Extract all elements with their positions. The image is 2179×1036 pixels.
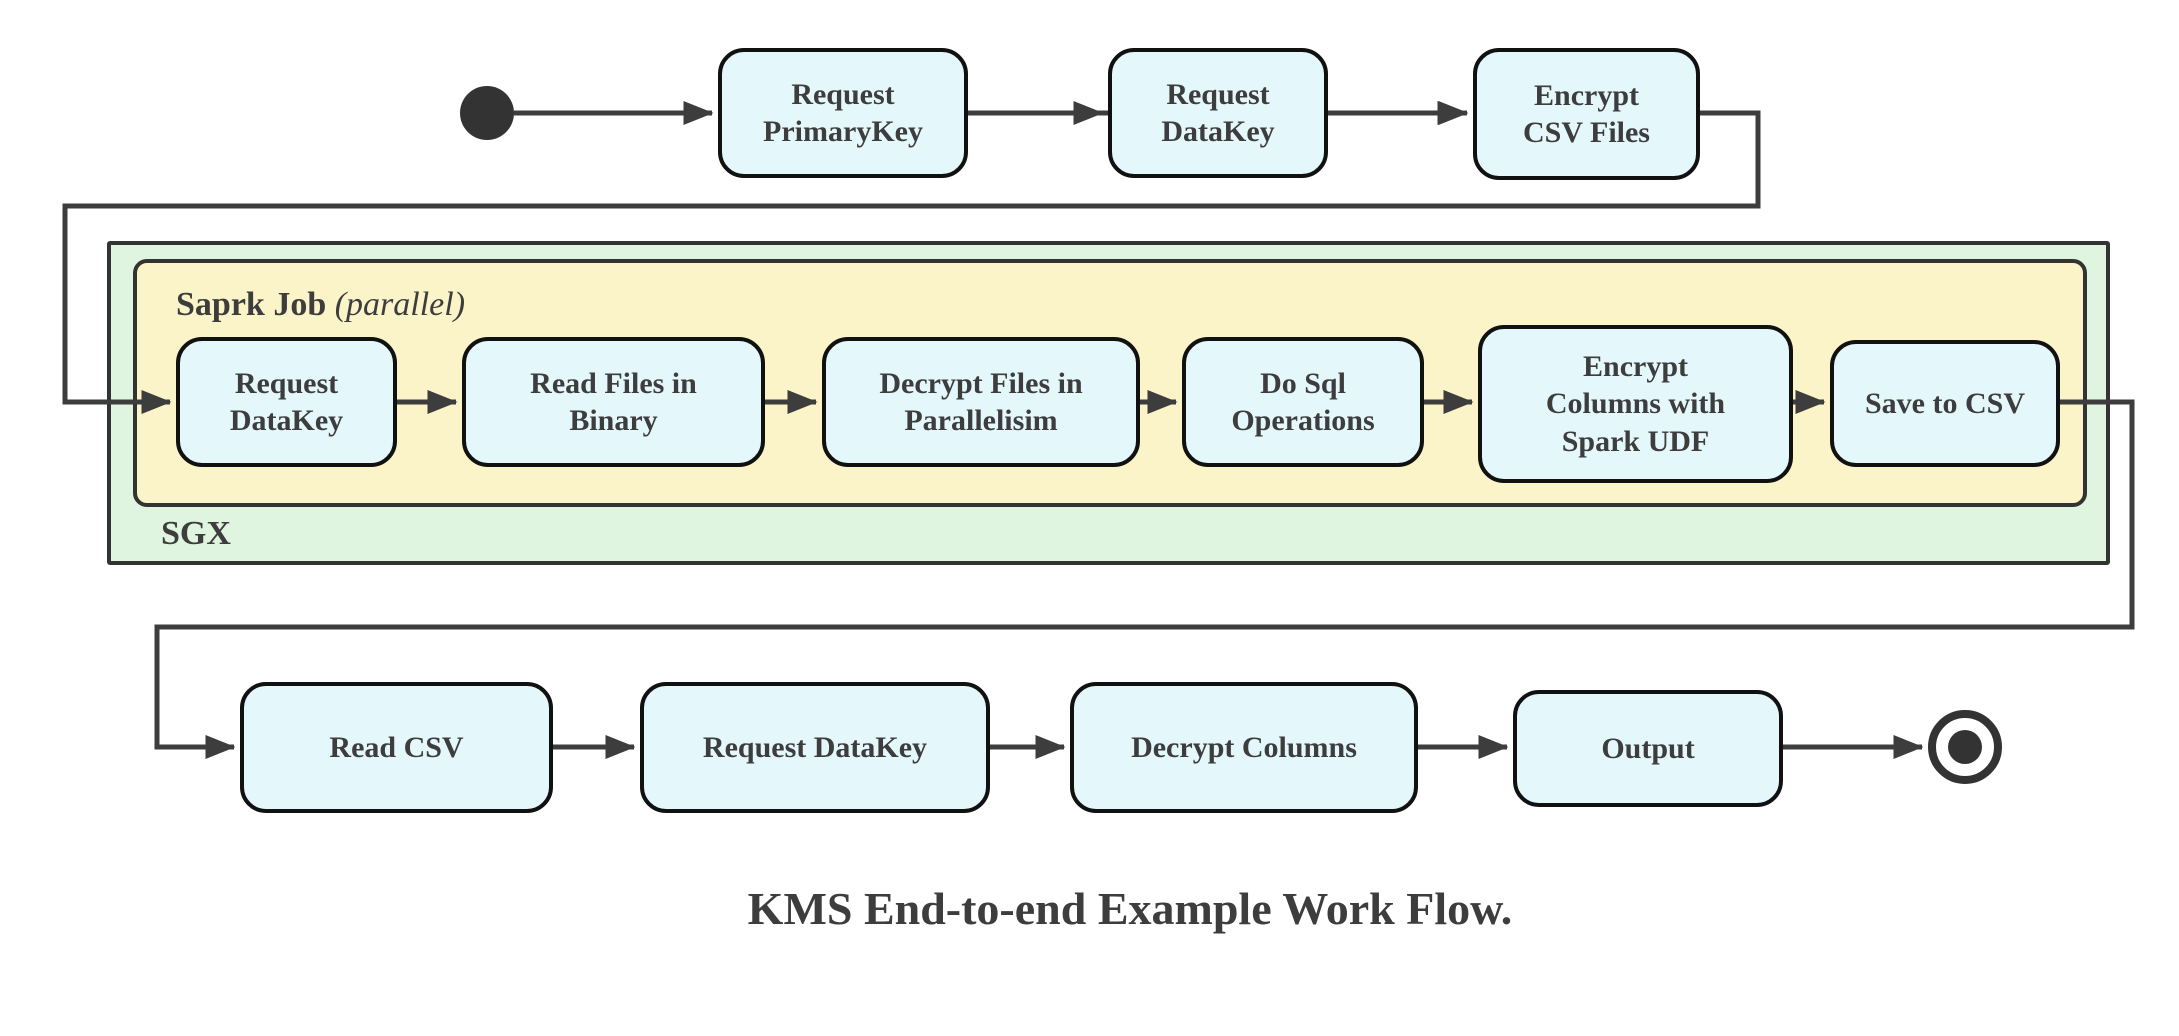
node-label: Request PrimaryKey (763, 77, 923, 149)
node-decrypt-columns: Decrypt Columns (1070, 682, 1418, 813)
node-label: Save to CSV (1864, 386, 2025, 420)
node-request-datakey-spark: Request DataKey (176, 337, 397, 467)
sgx-label: SGX (161, 515, 231, 553)
node-request-primarykey: Request PrimaryKey (718, 48, 968, 178)
node-label: Request DataKey (1161, 77, 1275, 149)
node-label: Read Files in Binary (530, 366, 697, 438)
node-label: Read CSV (329, 730, 464, 764)
node-label: Decrypt Files in Parallelisim (879, 366, 1083, 438)
node-label: Output (1601, 731, 1695, 765)
start-node (460, 86, 514, 140)
node-label: Encrypt CSV Files (1523, 78, 1650, 150)
node-save-to-csv: Save to CSV (1830, 340, 2060, 467)
node-encrypt-csv-files: Encrypt CSV Files (1473, 48, 1700, 180)
end-node (1928, 710, 2002, 784)
node-label: Encrypt Columns with Spark UDF (1545, 349, 1726, 458)
spark-job-label: Saprk Job (parallel) (176, 285, 465, 326)
diagram-caption: KMS End-to-end Example Work Flow. (747, 883, 1513, 934)
spark-job-annotation: (parallel) (334, 286, 466, 323)
node-request-datakey-top: Request DataKey (1108, 48, 1328, 178)
node-decrypt-files-in-parallelisim: Decrypt Files in Parallelisim (822, 337, 1140, 467)
node-do-sql-operations: Do Sql Operations (1182, 337, 1424, 467)
node-read-files-in-binary: Read Files in Binary (462, 337, 765, 467)
node-encrypt-columns-with-spark-udf: Encrypt Columns with Spark UDF (1478, 325, 1793, 483)
node-label: Do Sql Operations (1231, 366, 1375, 438)
node-read-csv: Read CSV (240, 682, 553, 813)
node-output: Output (1513, 690, 1783, 807)
spark-job-title: Saprk Job (176, 286, 327, 323)
node-label: Request DataKey (702, 730, 928, 764)
node-label: Request DataKey (229, 366, 344, 438)
node-request-datakey-bottom: Request DataKey (640, 682, 990, 813)
node-label: Decrypt Columns (1131, 730, 1357, 764)
